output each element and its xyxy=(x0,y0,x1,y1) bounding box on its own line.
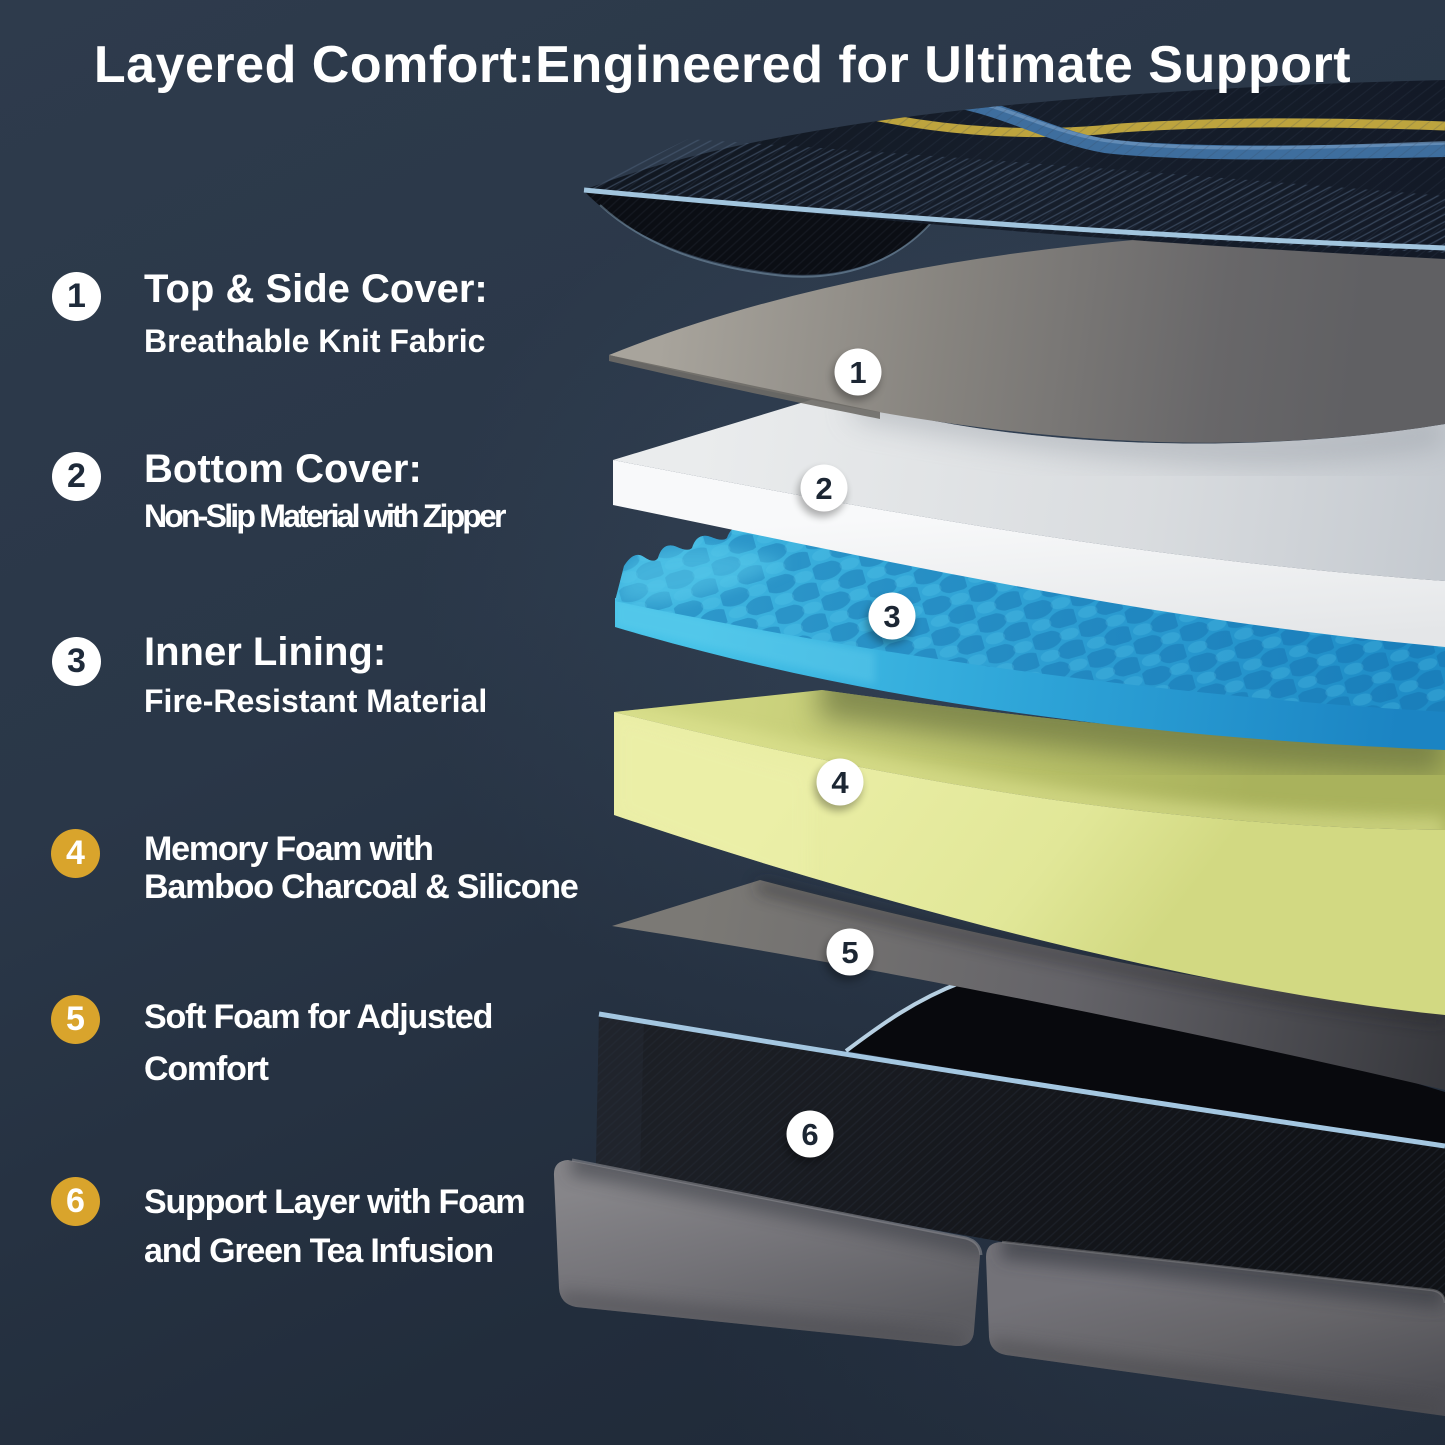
svg-text:2: 2 xyxy=(815,471,832,506)
svg-text:5: 5 xyxy=(841,935,858,970)
svg-text:4: 4 xyxy=(831,765,849,800)
svg-text:6: 6 xyxy=(801,1117,818,1152)
svg-text:3: 3 xyxy=(883,599,900,634)
svg-text:1: 1 xyxy=(849,355,866,390)
